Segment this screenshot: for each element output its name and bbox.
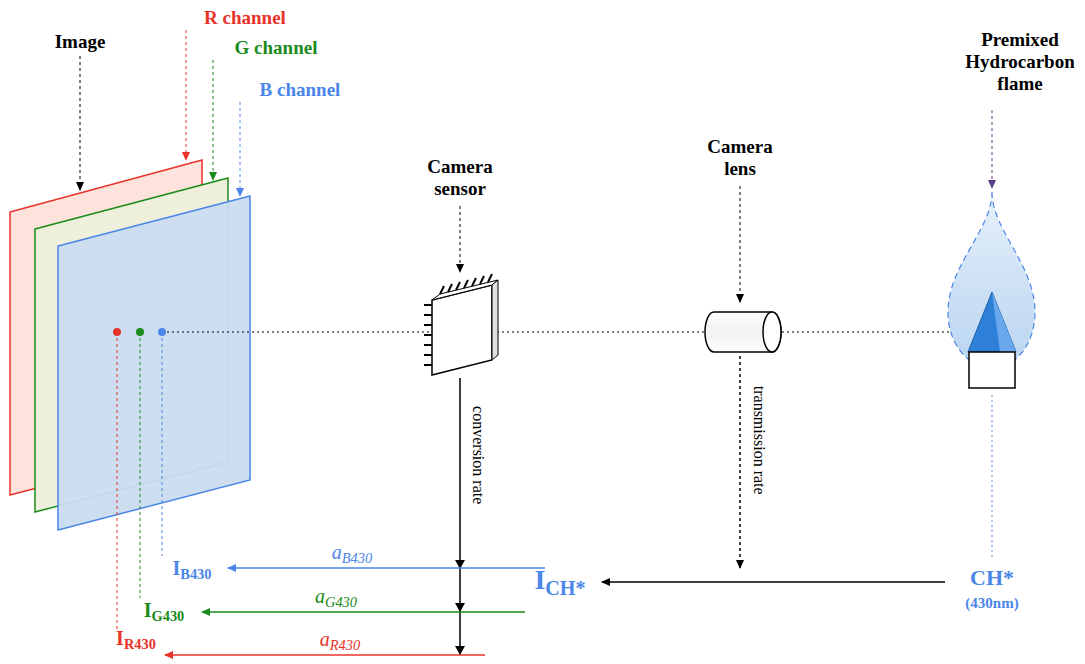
part-label: Camera sensor: [415, 156, 505, 200]
sensor-chip: [424, 274, 498, 375]
lens-pointer: [740, 186, 741, 302]
channel-label: G channel: [235, 37, 318, 59]
r-drop: [117, 332, 118, 630]
b-arrow: [228, 567, 545, 569]
image-pointer: [80, 56, 81, 190]
conversion-heads: [455, 560, 465, 655]
flame-illustration: [948, 192, 1035, 388]
b-pointer: [240, 102, 241, 196]
g-pointer: [213, 60, 214, 180]
coefficient-label: aG430: [315, 585, 357, 608]
rate-label: conversion rate: [469, 406, 487, 504]
r-arrow: [165, 654, 485, 656]
optical-axis: [162, 332, 980, 333]
part-label: Premixed Hydrocarbon flame: [960, 29, 1080, 95]
conversion-line: [459, 378, 461, 655]
channel-label: B channel: [260, 79, 341, 101]
wavelength-label: (430nm): [965, 595, 1018, 612]
rate-label: transmission rate: [749, 386, 767, 495]
coefficient-label: aR430: [320, 628, 360, 651]
b-dot: [158, 328, 166, 336]
ch-arrow: [602, 581, 945, 583]
plane-title: Image: [55, 31, 106, 53]
g-arrow: [202, 611, 525, 613]
b-plane: [58, 196, 250, 530]
coefficient-label: aB430: [332, 541, 372, 564]
flame-drop: [992, 395, 993, 560]
transmission-line: [739, 356, 741, 568]
part-label: Camera lens: [695, 136, 785, 180]
signal-label: ICH*: [534, 564, 585, 596]
sensor-pointer: [460, 206, 461, 272]
g-drop: [140, 332, 141, 598]
r-dot: [113, 328, 121, 336]
b-drop: [162, 332, 163, 556]
channel-label: R channel: [204, 7, 286, 29]
signal-label: IR430: [116, 627, 156, 650]
signal-label: IB430: [173, 557, 212, 580]
signal-label: IG430: [144, 599, 185, 622]
lens-cylinder: [705, 312, 781, 352]
g-dot: [136, 328, 144, 336]
species-label: CH*: [970, 565, 1014, 590]
r-pointer: [186, 30, 187, 160]
flame-pointer: [992, 110, 993, 188]
